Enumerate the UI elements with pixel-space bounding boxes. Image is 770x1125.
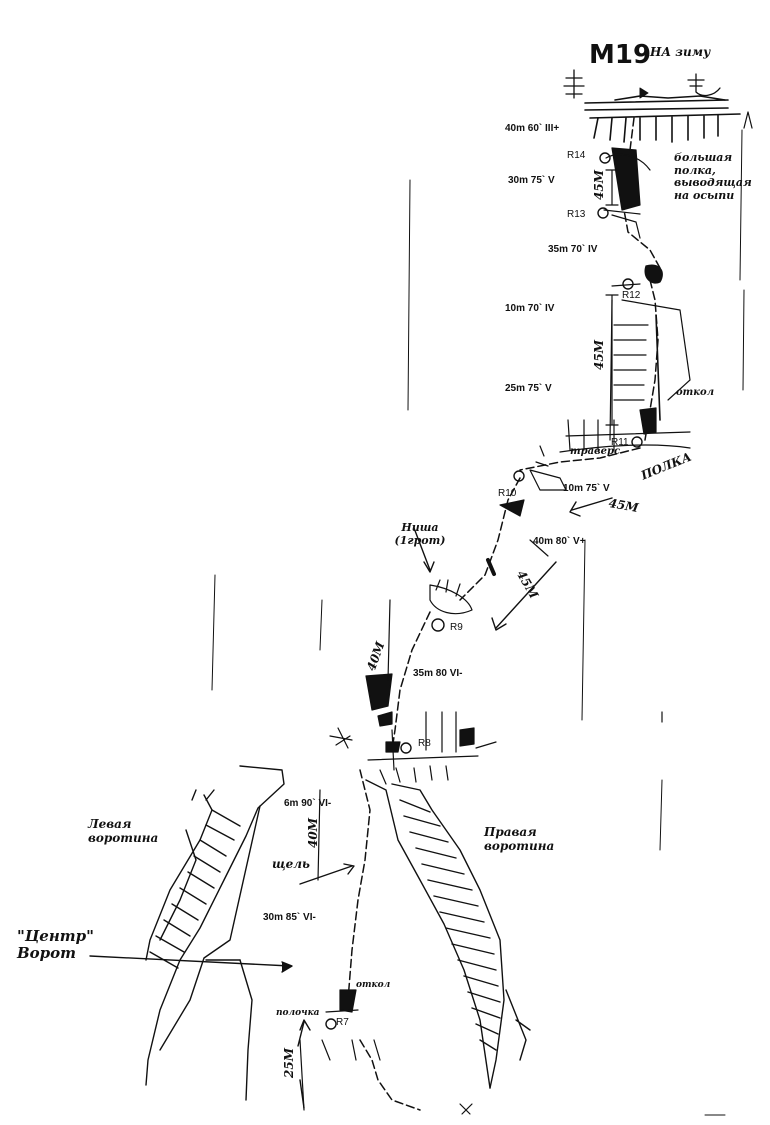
route-title: M19 xyxy=(589,40,652,70)
route-title-note: НА зиму xyxy=(650,45,711,59)
station-label: R9 xyxy=(450,622,463,633)
pitch-label: 40m 80` V+ xyxy=(533,536,586,547)
summit-flag-icon xyxy=(639,87,649,99)
note-otkol-top: откол xyxy=(676,387,715,398)
edge-lines xyxy=(211,129,745,1116)
pitch-label: 25m 75` V xyxy=(505,383,552,394)
note-center: "Центр" Ворот xyxy=(17,927,94,963)
distance-label: 45M xyxy=(592,170,606,200)
pitch-label: 30m 75` V xyxy=(508,175,555,186)
distance-label: 25M xyxy=(282,1048,296,1078)
station-label: R14 xyxy=(567,150,586,161)
note-otkol-bottom: откол xyxy=(356,980,391,990)
rock-features-upper xyxy=(529,147,691,491)
station-label: R8 xyxy=(418,738,431,749)
belay-stations xyxy=(325,152,643,1030)
rock-features-bottom xyxy=(321,989,473,1115)
pitch-label: 35m 70` IV xyxy=(548,244,598,255)
arrows xyxy=(89,497,613,1109)
note-polochka: полочка xyxy=(276,1008,320,1018)
pitch-label: 10m 75` V xyxy=(563,483,610,494)
note-right-gate: Правая воротина xyxy=(484,825,555,853)
note-nisha: Ниша (1грот) xyxy=(394,521,446,547)
station-label: R7 xyxy=(336,1017,349,1028)
station-label: R10 xyxy=(498,488,517,499)
tree-icon xyxy=(563,69,721,99)
distance-markers xyxy=(299,169,619,1111)
distance-label: 45M xyxy=(592,340,606,370)
station-label: R12 xyxy=(622,290,641,301)
station-label: R13 xyxy=(567,209,586,220)
summit-plateau xyxy=(584,95,741,143)
note-crack: щель xyxy=(272,857,310,871)
rock-features-middle xyxy=(329,499,525,785)
route-line xyxy=(347,117,661,1111)
pitch-label: 10m 70` IV xyxy=(505,303,555,314)
left-gate-rock xyxy=(145,765,285,1101)
right-gate-rock xyxy=(365,779,531,1089)
distance-label: 40M xyxy=(306,818,320,848)
note-left-gate: Левая воротина xyxy=(88,817,159,845)
pitch-label: 30m 85` VI- xyxy=(263,912,316,923)
pitch-label: 35m 80 VI- xyxy=(413,668,463,679)
note-big-ledge: большая полка, выводящая на осыпи xyxy=(674,151,752,202)
note-traverse: траверс xyxy=(570,446,621,457)
station-label: R11 xyxy=(611,437,629,448)
pitch-label: 40m 60` III+ xyxy=(505,123,560,134)
pitch-label: 6m 90` VI- xyxy=(284,798,332,809)
